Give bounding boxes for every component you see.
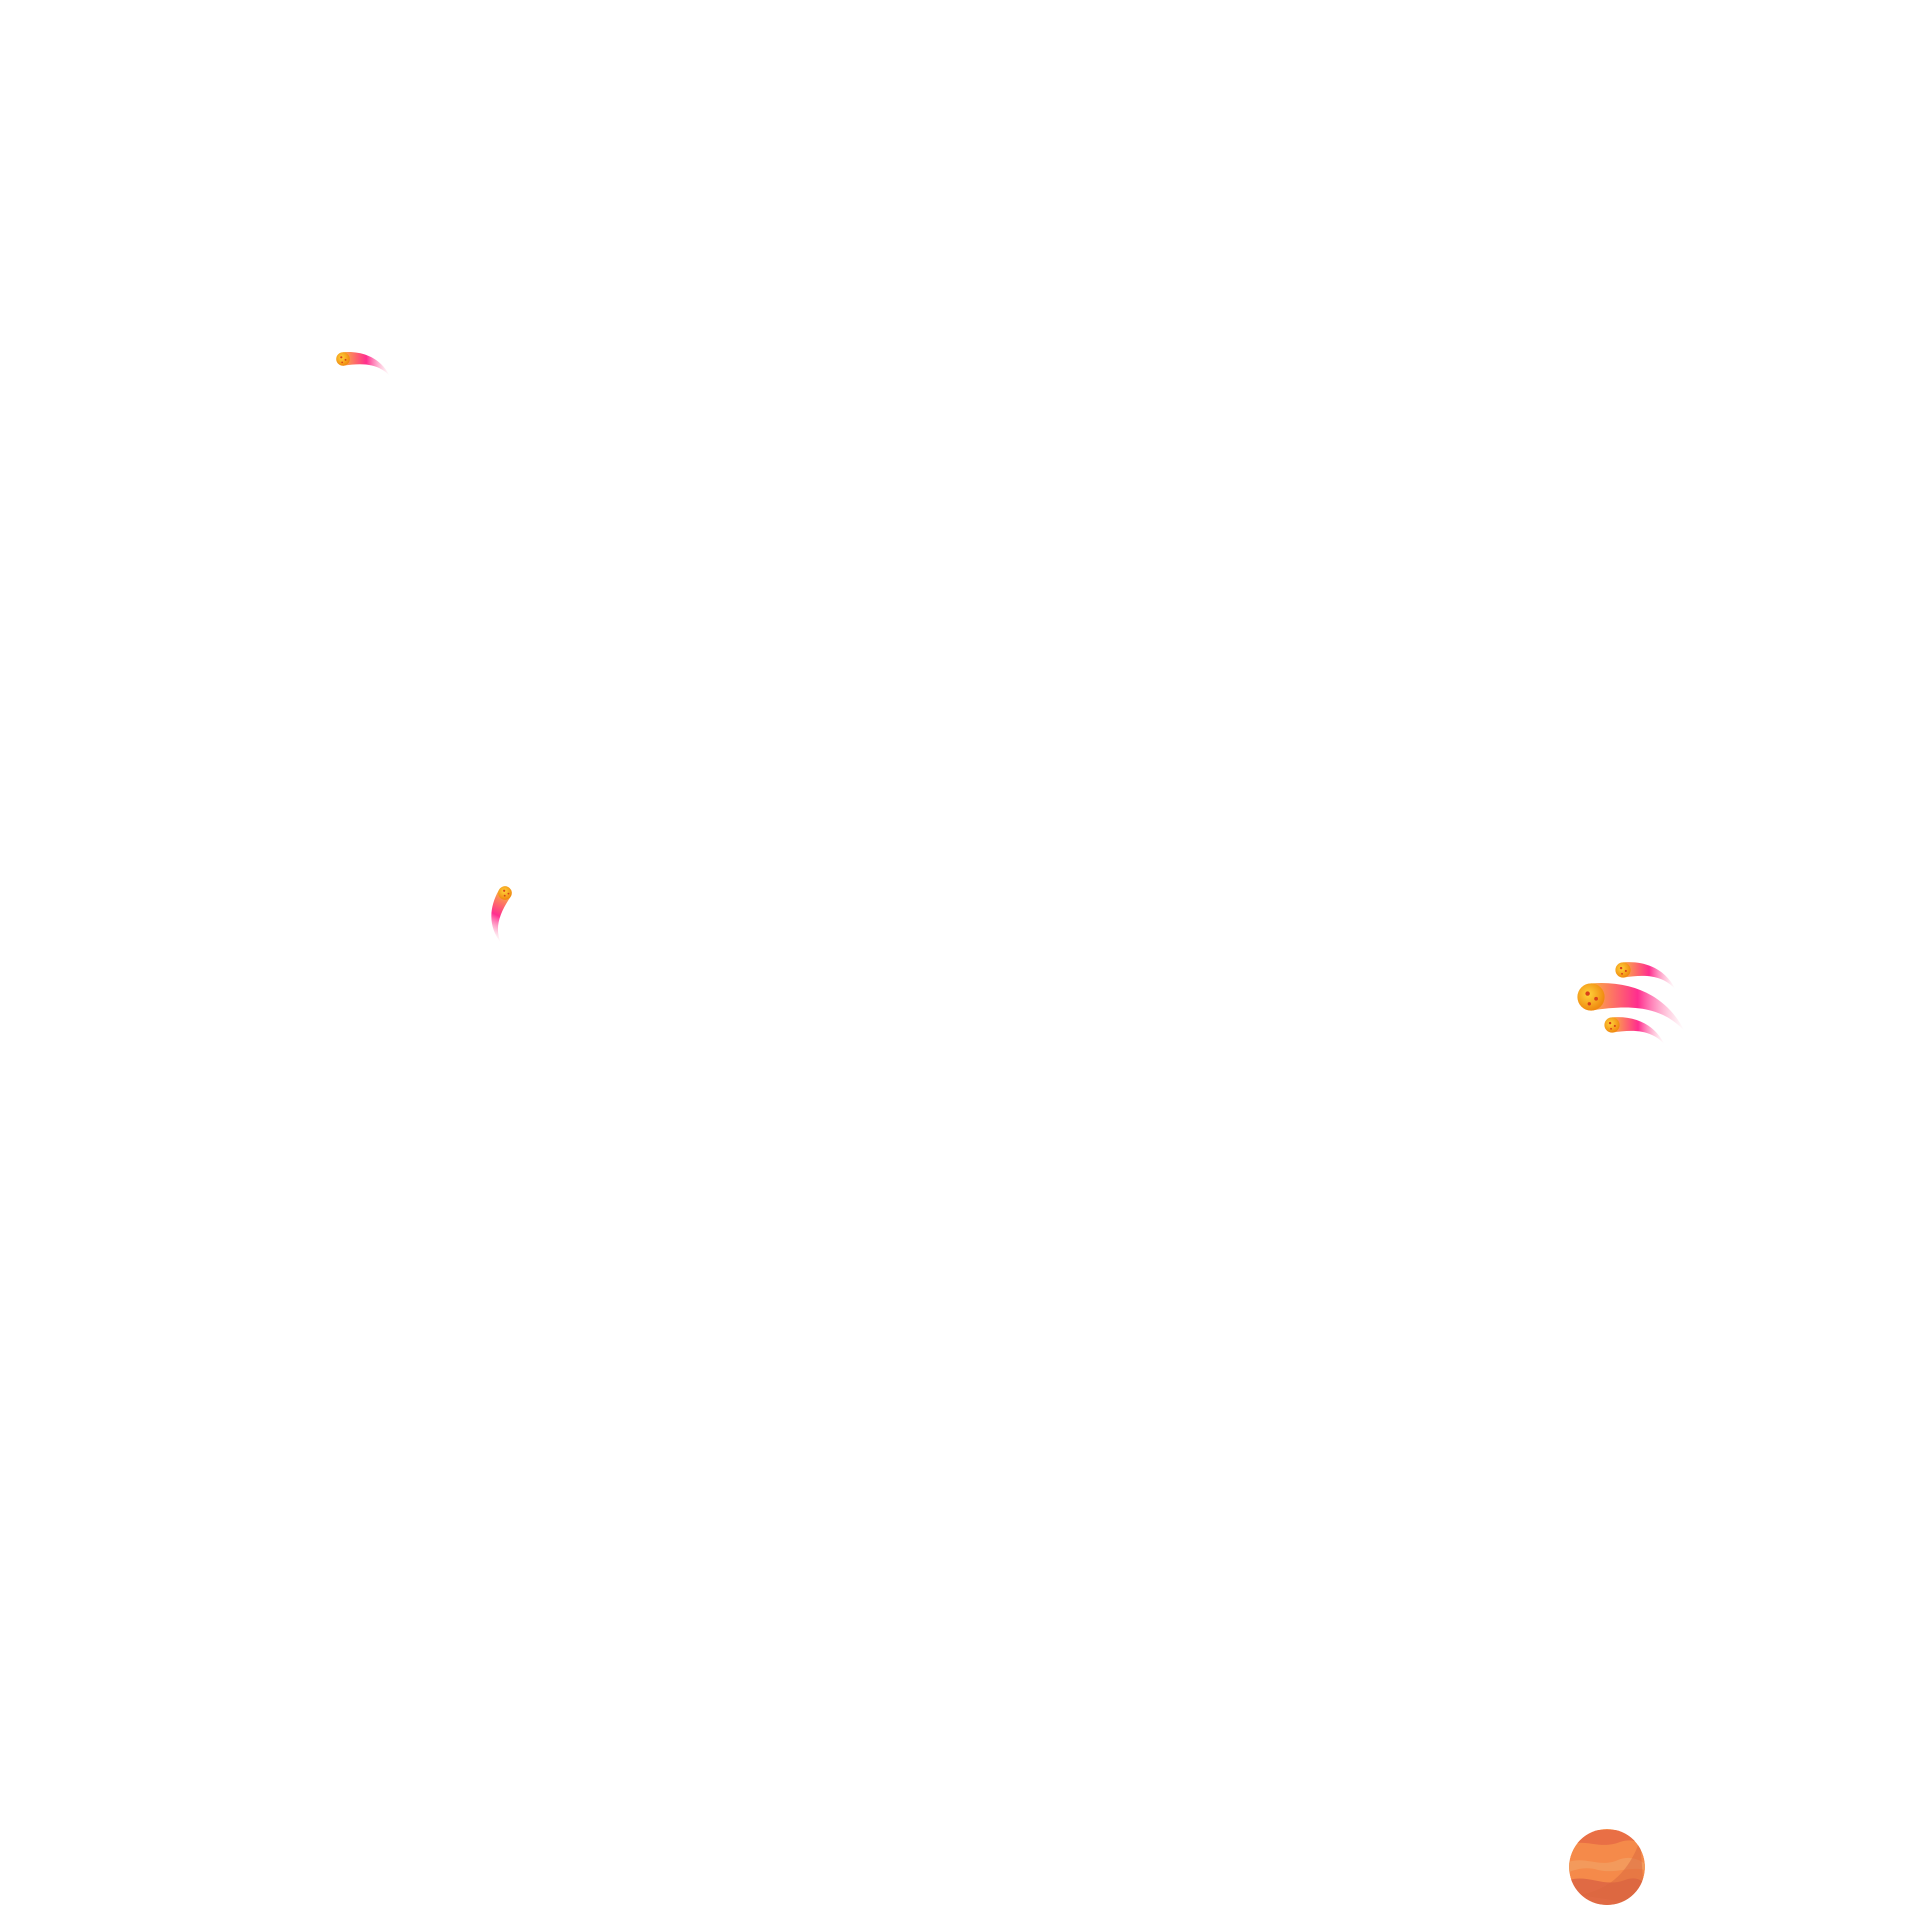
planet-icon	[1569, 1829, 1645, 1905]
comet-icon	[336, 351, 390, 376]
comet-icon	[478, 883, 524, 943]
comet-cluster-icon	[1577, 962, 1685, 1044]
